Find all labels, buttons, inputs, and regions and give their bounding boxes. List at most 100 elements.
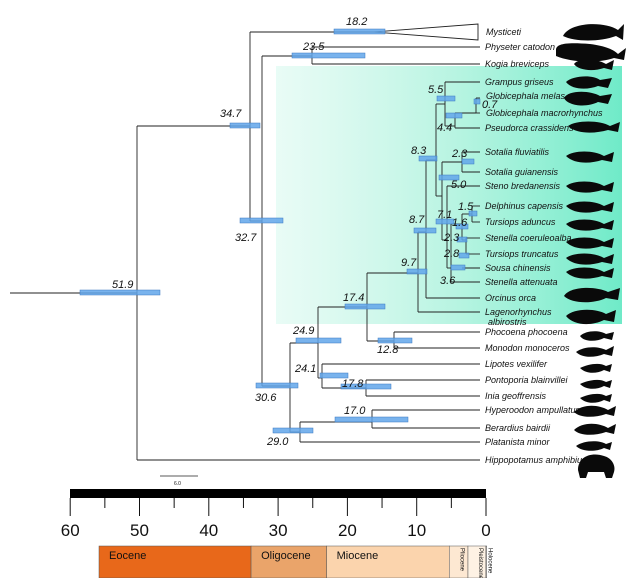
node-age: 17.4	[343, 292, 364, 304]
epoch-band	[250, 545, 327, 578]
dolphin-icon	[566, 151, 614, 163]
node-age: 7.1	[437, 209, 452, 221]
epoch-label: Oligocene	[261, 550, 311, 562]
dolphin-icon	[566, 309, 616, 325]
taxon-label: Physeter catodon	[485, 42, 555, 52]
dolphin-icon	[566, 76, 612, 89]
node-age: 5.5	[428, 84, 444, 96]
narwhal-icon	[576, 346, 614, 357]
taxon-label: Lagenorhynchus	[485, 307, 552, 317]
taxon-label: Hyperoodon ampullatus	[485, 405, 581, 415]
beaked-whale-icon	[574, 423, 616, 435]
epoch-label: Miocene	[337, 550, 379, 562]
taxon-label: Tursiops aduncus	[485, 217, 556, 227]
taxon-label: Phocoena phocoena	[485, 327, 568, 337]
epoch-band	[98, 545, 252, 578]
axis-tick-label: 0	[481, 521, 490, 540]
axis-tick-label: 10	[407, 521, 426, 540]
delphinid-shade	[276, 66, 622, 324]
taxon-label: Globicephala melas	[486, 91, 566, 101]
taxon-label: Lipotes vexilifer	[485, 359, 548, 369]
taxon-label: Delphinus capensis	[485, 201, 564, 211]
beaked-whale-icon	[574, 405, 616, 417]
axis-tick-label: 60	[61, 521, 80, 540]
axis-tick-label: 30	[269, 521, 288, 540]
taxon-label: Hippopotamus amphibius	[485, 455, 587, 465]
node-age: 4.4	[437, 122, 452, 134]
pilot-whale-icon	[564, 91, 612, 106]
node-age: 8.3	[411, 145, 427, 157]
epoch-label: Pliocene	[459, 548, 465, 572]
river-dolphin-icon	[580, 393, 612, 403]
taxon-label: Steno bredanensis	[485, 181, 561, 191]
node-age: 0.7	[482, 99, 498, 111]
node-age: 51.9	[112, 279, 133, 291]
node-age: 9.7	[401, 257, 417, 269]
taxon-labels: Mysticeti Physeter catodon Kogia brevice…	[485, 27, 603, 465]
taxon-label: albirostris	[488, 317, 527, 327]
epoch-band	[326, 545, 450, 578]
dolphin-icon	[566, 267, 614, 279]
node-age: 24.1	[294, 363, 316, 375]
node-age: 12.8	[377, 344, 399, 356]
taxon-label: Orcinus orca	[485, 293, 536, 303]
node-age: 1.6	[452, 217, 468, 229]
taxon-silhouettes	[556, 24, 626, 478]
dolphin-icon	[566, 181, 614, 193]
node-age: 18.2	[346, 16, 367, 28]
node-age: 30.6	[255, 392, 277, 404]
porpoise-icon	[580, 331, 614, 341]
node-age: 1.5	[458, 201, 474, 213]
node-age: 2.3	[443, 232, 460, 244]
taxon-label: Pseudorca crassidens	[485, 123, 574, 133]
node-age: 23.5	[302, 41, 325, 53]
scale-bar-label: 6.0	[174, 481, 181, 487]
taxon-label: Inia geoffrensis	[485, 391, 547, 401]
hpd-bars	[79, 28, 481, 434]
taxon-label: Stenella attenuata	[485, 277, 558, 287]
river-dolphin-icon	[576, 441, 612, 451]
axis-tick-label: 40	[199, 521, 218, 540]
river-dolphin-icon	[580, 363, 612, 373]
axis-tick-label: 20	[338, 521, 357, 540]
hippopotamus-icon	[578, 454, 615, 478]
taxon-label: Sotalia fluviatilis	[485, 147, 550, 157]
dolphin-icon	[566, 201, 614, 213]
taxon-label: Grampus griseus	[485, 77, 554, 87]
geologic-epoch-bar: Eocene Oligocene Miocene Pliocene Pleistocen…	[98, 545, 492, 578]
node-age: 3.6	[440, 275, 456, 287]
node-age: 29.0	[266, 436, 289, 448]
dolphin-icon	[566, 253, 614, 265]
time-axis-bar	[70, 489, 486, 498]
epoch-label: Eocene	[109, 550, 146, 562]
taxon-label: Globicephala macrorhynchus	[486, 108, 603, 118]
baleen-whale-icon	[563, 24, 624, 41]
killer-whale-icon	[564, 287, 620, 303]
branch-length-scale-bar: 6.0	[160, 475, 198, 487]
node-age: 17.0	[344, 405, 366, 417]
taxon-label: Monodon monoceros	[485, 343, 570, 353]
taxon-label: Sousa chinensis	[485, 263, 551, 273]
false-killer-whale-icon	[568, 121, 620, 133]
node-age: 2.3	[451, 148, 468, 160]
epoch-label: Holocene	[486, 548, 492, 574]
sperm-whale-icon	[556, 43, 626, 62]
taxon-label: Sotalia guianensis	[485, 167, 559, 177]
taxon-label: Mysticeti	[486, 27, 522, 37]
node-age: 17.8	[342, 378, 364, 390]
taxon-label: Pontoporia blainvillei	[485, 375, 569, 385]
river-dolphin-icon	[580, 379, 612, 389]
taxon-label: Berardius bairdii	[485, 423, 551, 433]
node-age: 8.7	[409, 214, 425, 226]
dolphin-icon	[566, 237, 614, 249]
taxon-label: Tursiops truncatus	[485, 249, 559, 259]
node-age: 34.7	[220, 108, 242, 120]
taxon-label: Platanista minor	[485, 437, 551, 447]
node-age-labels: 18.2 23.5 34.7 32.7 51.9 5.5 0.7 4.4 8.3…	[112, 16, 498, 448]
taxon-label: Stenella coeruleoalba	[485, 233, 572, 243]
node-age: 2.8	[443, 248, 460, 260]
epoch-band	[485, 545, 487, 578]
epoch-label: Pleistocene	[477, 548, 483, 578]
